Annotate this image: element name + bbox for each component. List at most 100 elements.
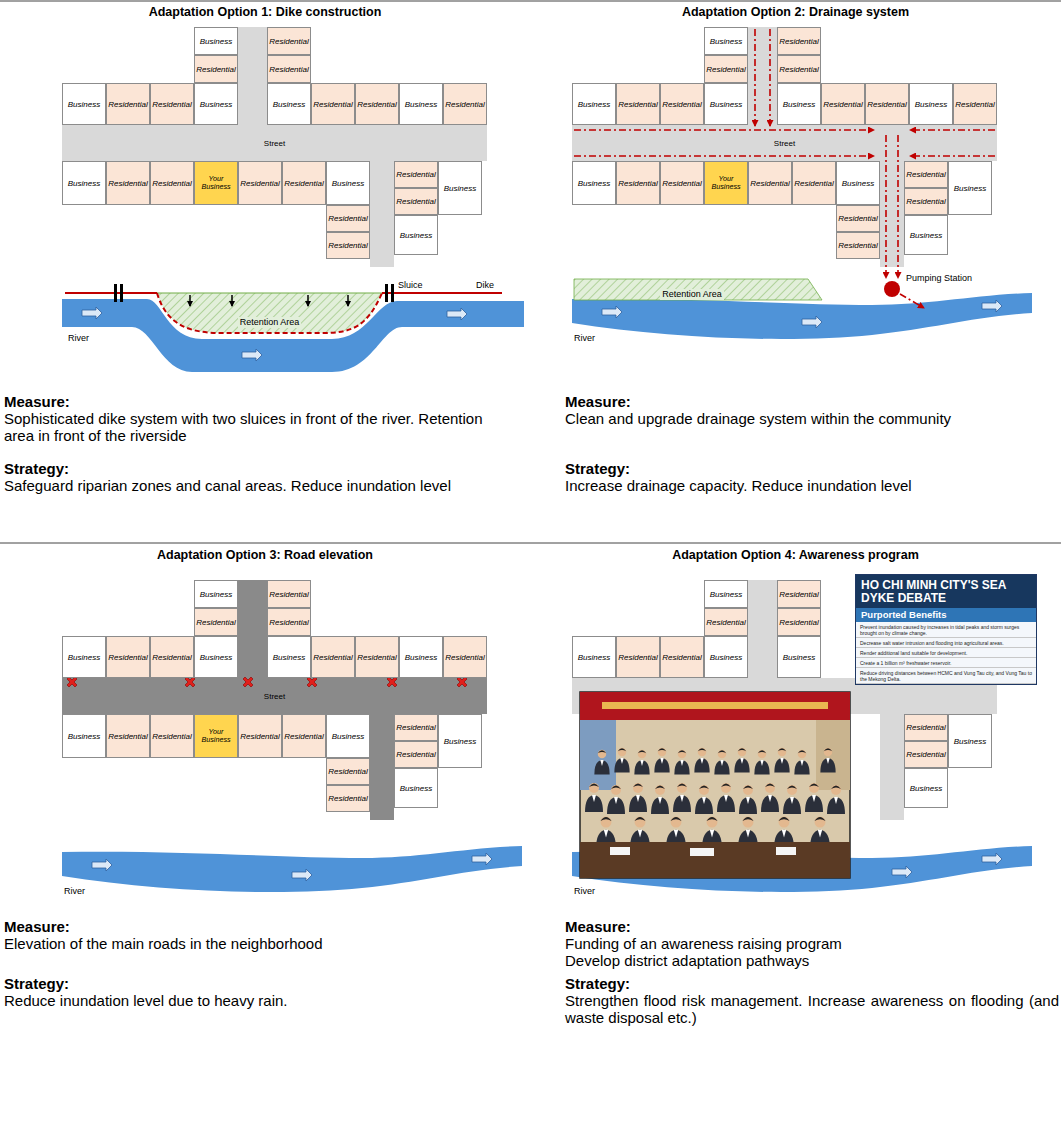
person [783, 785, 801, 814]
drain-line [910, 155, 995, 157]
residential-box: Residential [394, 188, 438, 215]
person [614, 748, 629, 773]
person [674, 750, 689, 775]
drain-line [754, 29, 756, 126]
drain-line [897, 135, 899, 278]
person [654, 748, 669, 773]
debate-poster: HO CHI MINH CITY'S SEA DYKE DEBATEPurpor… [855, 574, 1037, 685]
retention-edge [157, 293, 382, 294]
box-label: Residential [269, 37, 309, 46]
residential-box: Residential [106, 636, 150, 678]
box-label: Residential [328, 241, 368, 250]
person [695, 785, 713, 814]
box-label: Residential [445, 100, 485, 109]
box-label: Your Business [705, 175, 747, 191]
panel-3-map [62, 580, 522, 892]
retention-area: Retention Area [574, 277, 810, 301]
box-label: Residential [779, 37, 819, 46]
business-box: Business [62, 714, 106, 758]
street-band: Street [572, 125, 997, 161]
residential-box: Residential [904, 714, 948, 741]
box-label: Business [710, 590, 742, 599]
business-box: Business [326, 161, 370, 205]
box-label: Residential [662, 100, 702, 109]
panel-heading: Adaptation Option 2: Drainage system [530, 5, 1061, 20]
description-text: Clean and upgrade drainage system within… [565, 410, 1059, 427]
description-text: Safeguard riparian zones and canal areas… [4, 477, 499, 494]
box-label: Residential [867, 100, 907, 109]
person [673, 783, 691, 812]
box-label: Business [910, 784, 942, 793]
box-label: Residential [284, 732, 324, 741]
box-label: Residential [108, 653, 148, 662]
dike-line [382, 292, 502, 294]
box-label: Business [400, 784, 432, 793]
residential-box: Residential [777, 27, 821, 55]
box-label: Residential [284, 179, 324, 188]
box-label: Business [578, 653, 610, 662]
business-box: Business [194, 27, 238, 55]
box-label: Residential [313, 100, 353, 109]
residential-box: Residential [267, 580, 311, 608]
residential-box: Residential [443, 636, 487, 678]
residential-box: Residential [904, 161, 948, 188]
discharge-line [900, 294, 924, 308]
residential-box: Residential [660, 83, 704, 125]
inflow-arrow [189, 295, 191, 306]
elevation-mark [387, 677, 397, 687]
box-label: Business [405, 653, 437, 662]
residential-box: Residential [394, 741, 438, 768]
box-label: Residential [662, 653, 702, 662]
residential-box: Residential [150, 161, 194, 205]
residential-box: Residential [282, 161, 326, 205]
photo-wall [580, 692, 850, 878]
residential-box: Residential [865, 83, 909, 125]
street-band: Street [62, 678, 487, 714]
residential-box: Residential [904, 188, 948, 215]
box-label: Residential [152, 100, 192, 109]
benefit-item: Render additional land suitable for deve… [856, 648, 1036, 658]
section-label: Strategy: [565, 975, 630, 992]
description-text: Reduce inundation level due to heavy rai… [4, 992, 499, 1009]
box-label: Your Business [195, 175, 237, 191]
residential-box: Residential [660, 636, 704, 678]
section-label: Measure: [4, 393, 70, 410]
box-label: Business [783, 100, 815, 109]
box-label: Residential [955, 100, 995, 109]
box-label: Residential [618, 179, 658, 188]
residential-box: Residential [355, 636, 399, 678]
box-label: Business [842, 179, 874, 188]
box-label: Business [200, 590, 232, 599]
benefit-item: Reduce driving distances between HCMC an… [856, 668, 1036, 684]
person [774, 748, 789, 773]
box-label: Business [444, 737, 476, 746]
box-label: Business [578, 100, 610, 109]
person [805, 783, 823, 812]
business-box: Business [704, 27, 748, 55]
business-box: Business [572, 83, 616, 125]
person [761, 783, 779, 812]
box-label: Residential [108, 732, 148, 741]
description-text: Sophisticated dike system with two sluic… [4, 410, 499, 444]
box-label: Business [200, 37, 232, 46]
business-box: Business [948, 161, 992, 215]
box-label: Business [954, 184, 986, 193]
sluice-gate [120, 284, 123, 302]
residential-box: Residential [821, 83, 865, 125]
poster-title: HO CHI MINH CITY'S SEA DYKE DEBATE [856, 575, 1036, 608]
person [629, 783, 647, 812]
elevation-mark [243, 677, 253, 687]
drain-line [769, 29, 771, 126]
box-label: Residential [357, 653, 397, 662]
business-box: Business [836, 161, 880, 205]
benefit-item: Decrease salt water intrusion and floodi… [856, 638, 1036, 648]
flow-arrow [447, 308, 467, 320]
business-box: Business [267, 83, 311, 125]
box-label: Residential [313, 653, 353, 662]
box-label: Residential [618, 100, 658, 109]
business-box: Business [909, 83, 953, 125]
residential-box: Residential [326, 785, 370, 812]
box-label: Business [954, 737, 986, 746]
poster-subtitle: Purported Benefits [856, 608, 1036, 622]
